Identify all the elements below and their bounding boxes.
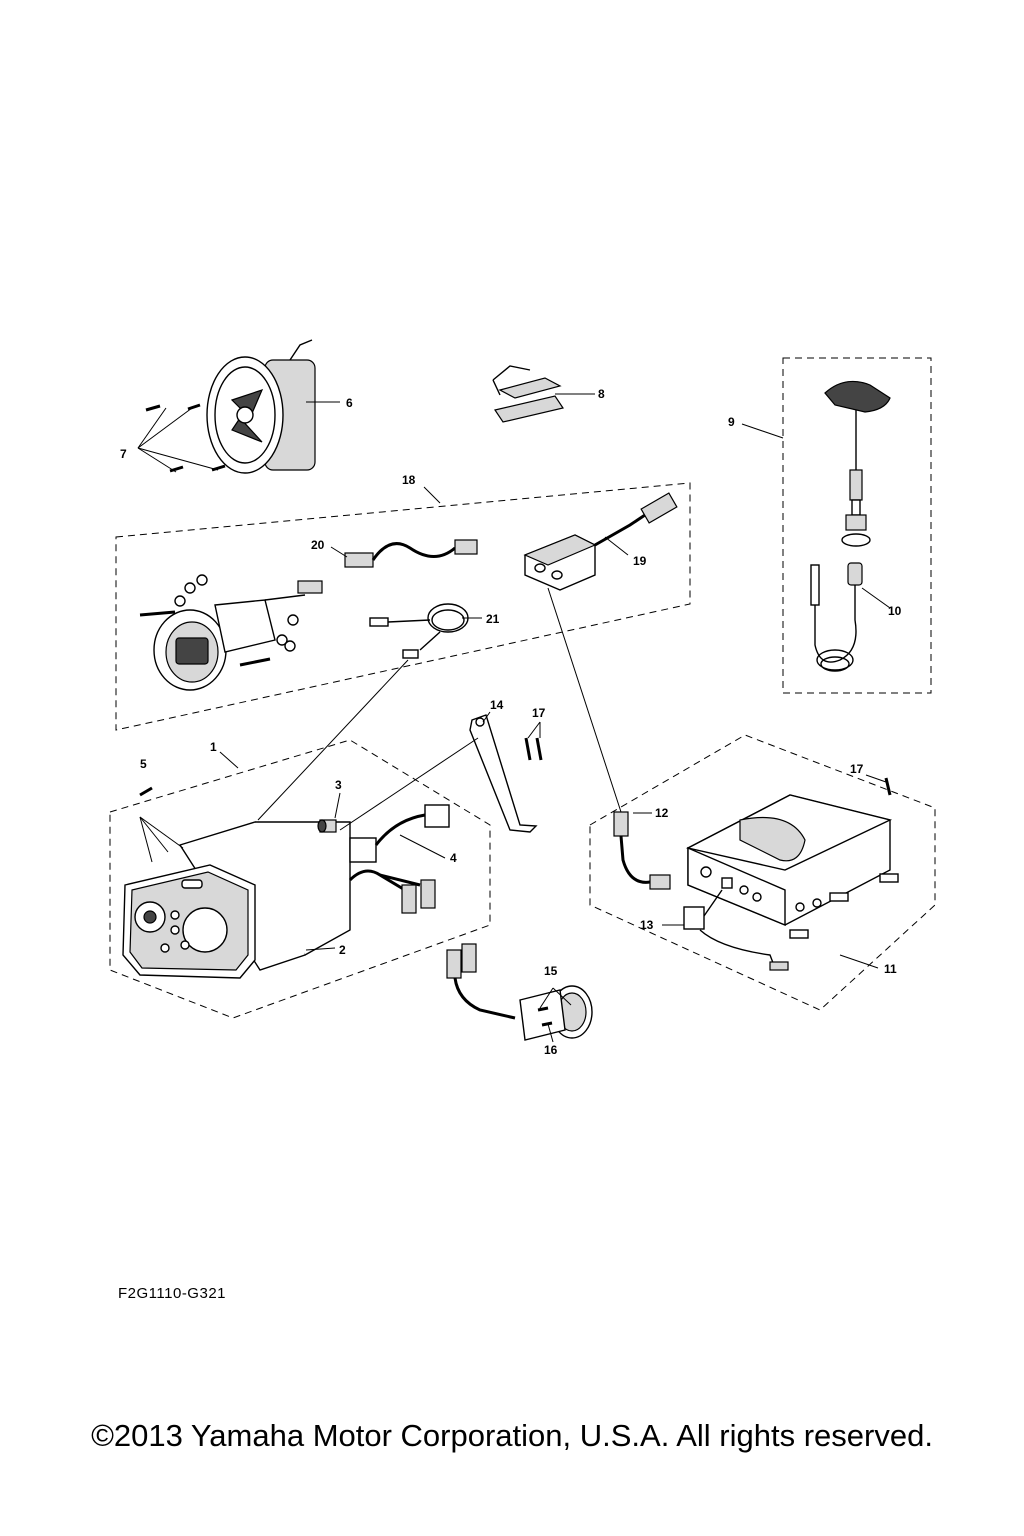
callout-17-right: 17 — [850, 762, 864, 776]
cable-coil-part-21 — [369, 603, 469, 659]
bracket-part-14 — [469, 714, 538, 833]
callout-10: 10 — [888, 604, 902, 618]
callout-20: 20 — [311, 538, 325, 552]
group-11-outline — [589, 734, 936, 1011]
callout-7: 7 — [120, 447, 127, 461]
amplifier-part-11 — [685, 794, 899, 939]
callout-4: 4 — [450, 851, 457, 865]
harness-part-8 — [492, 365, 564, 423]
callout-9: 9 — [728, 415, 735, 429]
callout-2: 2 — [339, 943, 346, 957]
callout-8: 8 — [598, 387, 605, 401]
callout-5: 5 — [140, 757, 147, 771]
callout-12: 12 — [655, 806, 669, 820]
callout-13: 13 — [640, 918, 654, 932]
callout-14: 14 — [490, 698, 504, 712]
usb-port-part — [519, 985, 593, 1041]
callout-16: 16 — [544, 1043, 558, 1057]
group-18-outline — [115, 482, 691, 731]
link-fuse-to-bracket — [339, 737, 479, 831]
link-display-to-head — [257, 659, 409, 821]
fuse-part-3 — [317, 819, 337, 833]
group-9-outline — [782, 357, 932, 694]
callout-17-left: 17 — [532, 706, 546, 720]
rca-cable-part — [348, 869, 516, 1020]
callout-6: 6 — [346, 396, 353, 410]
link-splitter-to-amp — [547, 587, 622, 813]
stereo-head-unit — [122, 821, 351, 979]
callout-1: 1 — [210, 740, 217, 754]
callout-19: 19 — [633, 554, 647, 568]
callout-3: 3 — [335, 778, 342, 792]
copyright-notice: ©2013 Yamaha Motor Corporation, U.S.A. A… — [91, 1418, 933, 1453]
antenna-cable-part-10 — [810, 562, 863, 672]
power-lead-part-13 — [683, 889, 789, 971]
splitter-cable-part-19 — [523, 492, 678, 591]
screws-part-17-left — [524, 737, 543, 761]
speaker-part — [206, 339, 316, 474]
connector-part-4 — [349, 804, 450, 863]
screw-part-17-right — [884, 777, 892, 796]
cable-part-12 — [613, 811, 671, 890]
screw-part-5 — [139, 786, 153, 797]
antenna-part-9 — [824, 380, 891, 547]
display-unit-assembly — [139, 574, 323, 691]
callout-11: 11 — [884, 962, 897, 976]
callout-21: 21 — [486, 612, 500, 626]
drawing-code: F2G1110-G321 — [118, 1285, 227, 1302]
callout-15: 15 — [544, 964, 558, 978]
callout-18: 18 — [402, 473, 416, 487]
extension-cable-part-20 — [344, 539, 478, 568]
